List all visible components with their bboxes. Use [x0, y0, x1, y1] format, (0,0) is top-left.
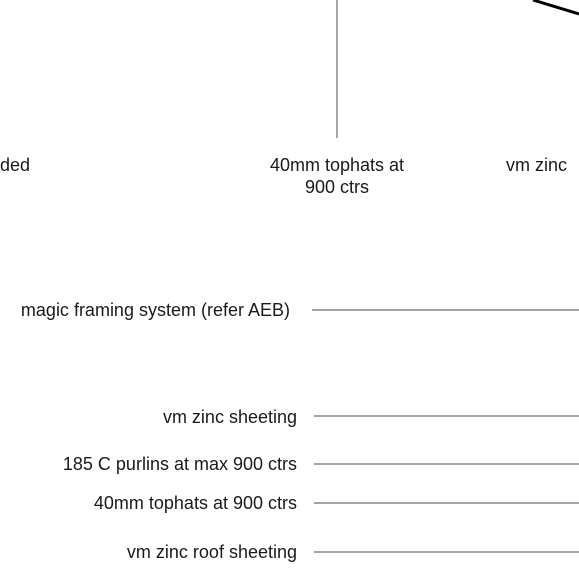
- tophats-top-label-line2: 900 ctrs: [304, 177, 370, 197]
- tophats-top-label: 40mm tophats at 900 ctrs: [237, 154, 437, 198]
- zinc-sheeting-label: vm zinc sheeting: [162, 407, 297, 427]
- framing-system-label: magic framing system (refer AEB): [20, 300, 290, 320]
- zinc-partial-label: vm zinc: [506, 155, 568, 175]
- left-partial-label: ded: [0, 155, 31, 175]
- purlins-label: 185 C purlins at max 900 ctrs: [62, 454, 297, 474]
- section-diagonal-line: [532, 0, 579, 16]
- tophats-side-label: 40mm tophats at 900 ctrs: [93, 493, 297, 513]
- tophats-top-label-line1: 40mm tophats at: [269, 155, 405, 175]
- roof-sheeting-label: vm zinc roof sheeting: [126, 542, 297, 562]
